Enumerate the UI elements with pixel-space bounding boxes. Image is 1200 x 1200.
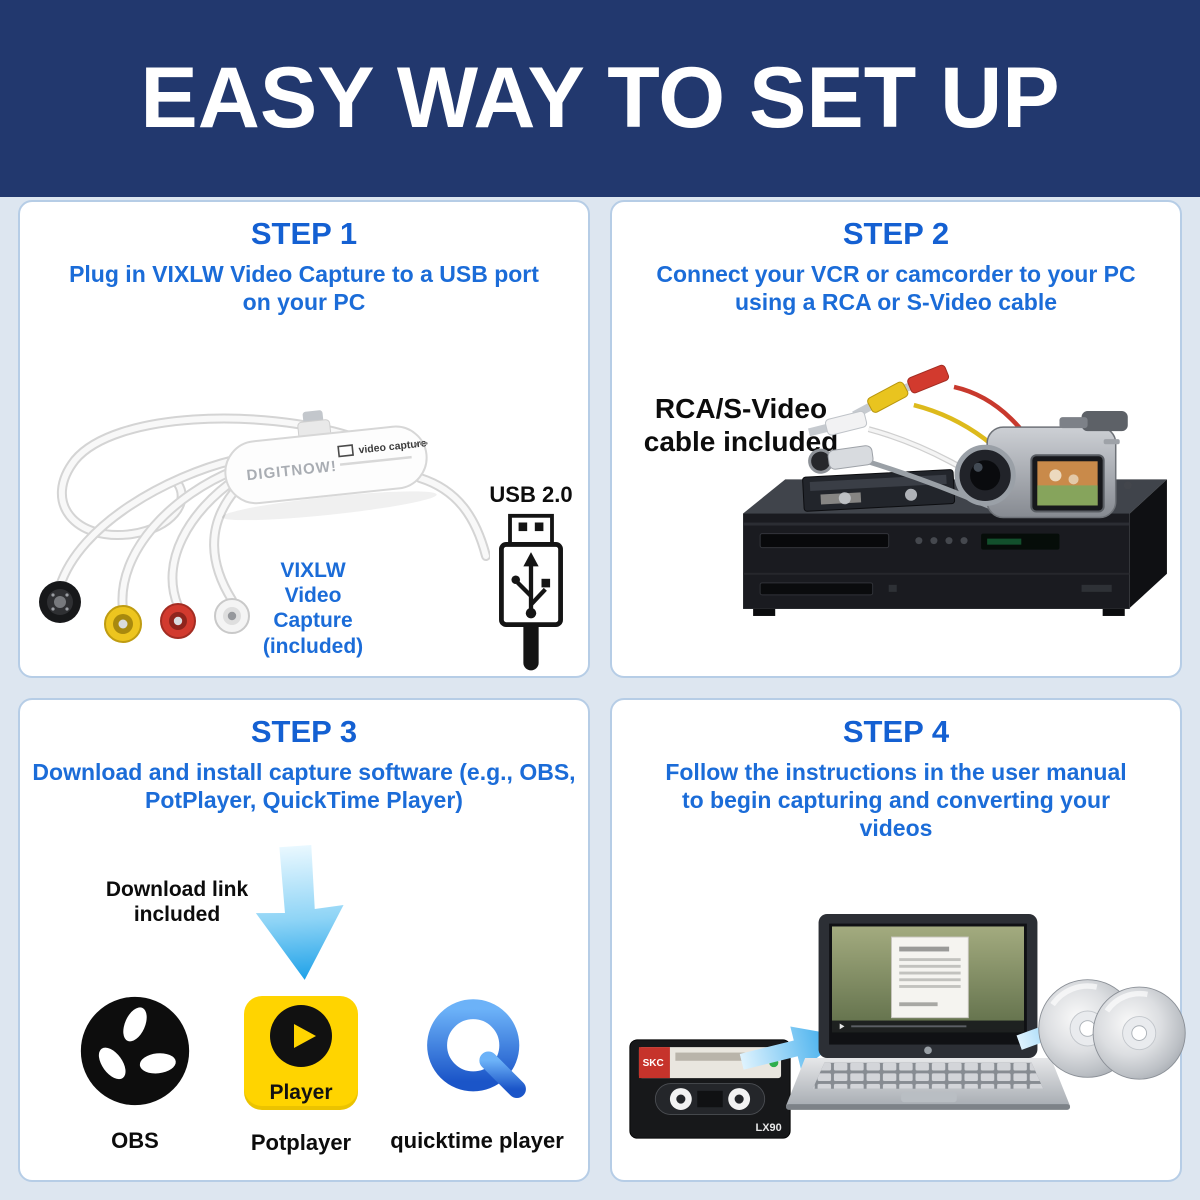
step4-title: STEP 4	[842, 714, 950, 749]
step2-title: STEP 2	[842, 216, 950, 251]
right-arrow-icon	[739, 1026, 845, 1071]
caption-line: VIXLW	[280, 559, 346, 582]
play-icon	[270, 1005, 332, 1067]
note-line: included	[133, 902, 221, 926]
step2-card: STEP 2 Connect your VCR or camcorder to …	[610, 200, 1182, 678]
capture-device-body: DIGITNOW! video capture	[221, 410, 437, 521]
step1-title: STEP 1	[250, 216, 358, 251]
step4-description: Follow the instructions in the user manu…	[665, 759, 1127, 842]
header-banner: EASY WAY TO SET UP	[0, 0, 1200, 197]
potplayer-logo: Player	[244, 996, 358, 1110]
rca-white-connector-icon	[214, 598, 250, 634]
caption-line: (included)	[262, 634, 364, 658]
step3-description: Download and install capture software (e…	[32, 759, 576, 814]
cable-included-note: RCA/S-Video cable included	[618, 392, 864, 458]
step3-title: STEP 3	[250, 714, 358, 749]
laptop-icon	[785, 914, 1071, 1110]
obs-label: OBS	[111, 1128, 159, 1153]
potplayer-label: Potplayer	[250, 1130, 352, 1155]
usb-label: USB 2.0	[489, 482, 573, 507]
note-line: Download link	[105, 878, 249, 901]
note-line: cable included	[643, 426, 839, 458]
potplayer-badge-text: Player	[269, 1081, 333, 1104]
device-caption: VIXLW Video Capture (included)	[243, 558, 383, 659]
vhs-tape-icon	[802, 469, 956, 512]
download-link-note: Download link included	[88, 878, 266, 928]
caption-line: Capture	[273, 609, 353, 633]
quicktime-label: quicktime player	[390, 1128, 564, 1153]
obs-logo	[80, 996, 190, 1106]
cd-discs-icon	[1038, 979, 1186, 1080]
step1-description: Plug in VIXLW Video Capture to a USB por…	[69, 261, 539, 316]
rca-red-connector-icon	[160, 603, 196, 639]
rca-yellow-connector-icon	[104, 605, 142, 643]
step1-card: STEP 1 Plug in VIXLW Video Capture to a …	[18, 200, 590, 678]
app-obs: OBS	[50, 994, 220, 1154]
note-line: RCA/S-Video	[654, 393, 828, 424]
page-title: EASY WAY TO SET UP	[140, 50, 1060, 146]
cassette-brand-text: SKC	[643, 1058, 664, 1069]
usb-plug-icon	[499, 513, 563, 671]
caption-line: Video	[284, 584, 342, 608]
step2-description: Connect your VCR or camcorder to your PC…	[656, 261, 1136, 316]
quicktime-logo	[427, 999, 526, 1099]
app-quicktime: quicktime player	[390, 994, 564, 1154]
usb-2-block: USB 2.0	[476, 482, 586, 684]
camcorder-icon	[954, 411, 1132, 519]
cassette-model-text: LX90	[756, 1122, 782, 1134]
step3-card: STEP 3 Download and install capture soft…	[18, 698, 590, 1182]
app-potplayer: Player Potplayer	[216, 994, 386, 1156]
step4-card: STEP 4 Follow the instructions in the us…	[610, 698, 1186, 1182]
down-arrow-icon	[255, 845, 344, 980]
video-capture-device-illustration: DIGITNOW! video capture	[39, 410, 490, 643]
vcr-camcorder-illustration	[743, 364, 1167, 616]
s-video-connector-icon	[39, 581, 81, 623]
